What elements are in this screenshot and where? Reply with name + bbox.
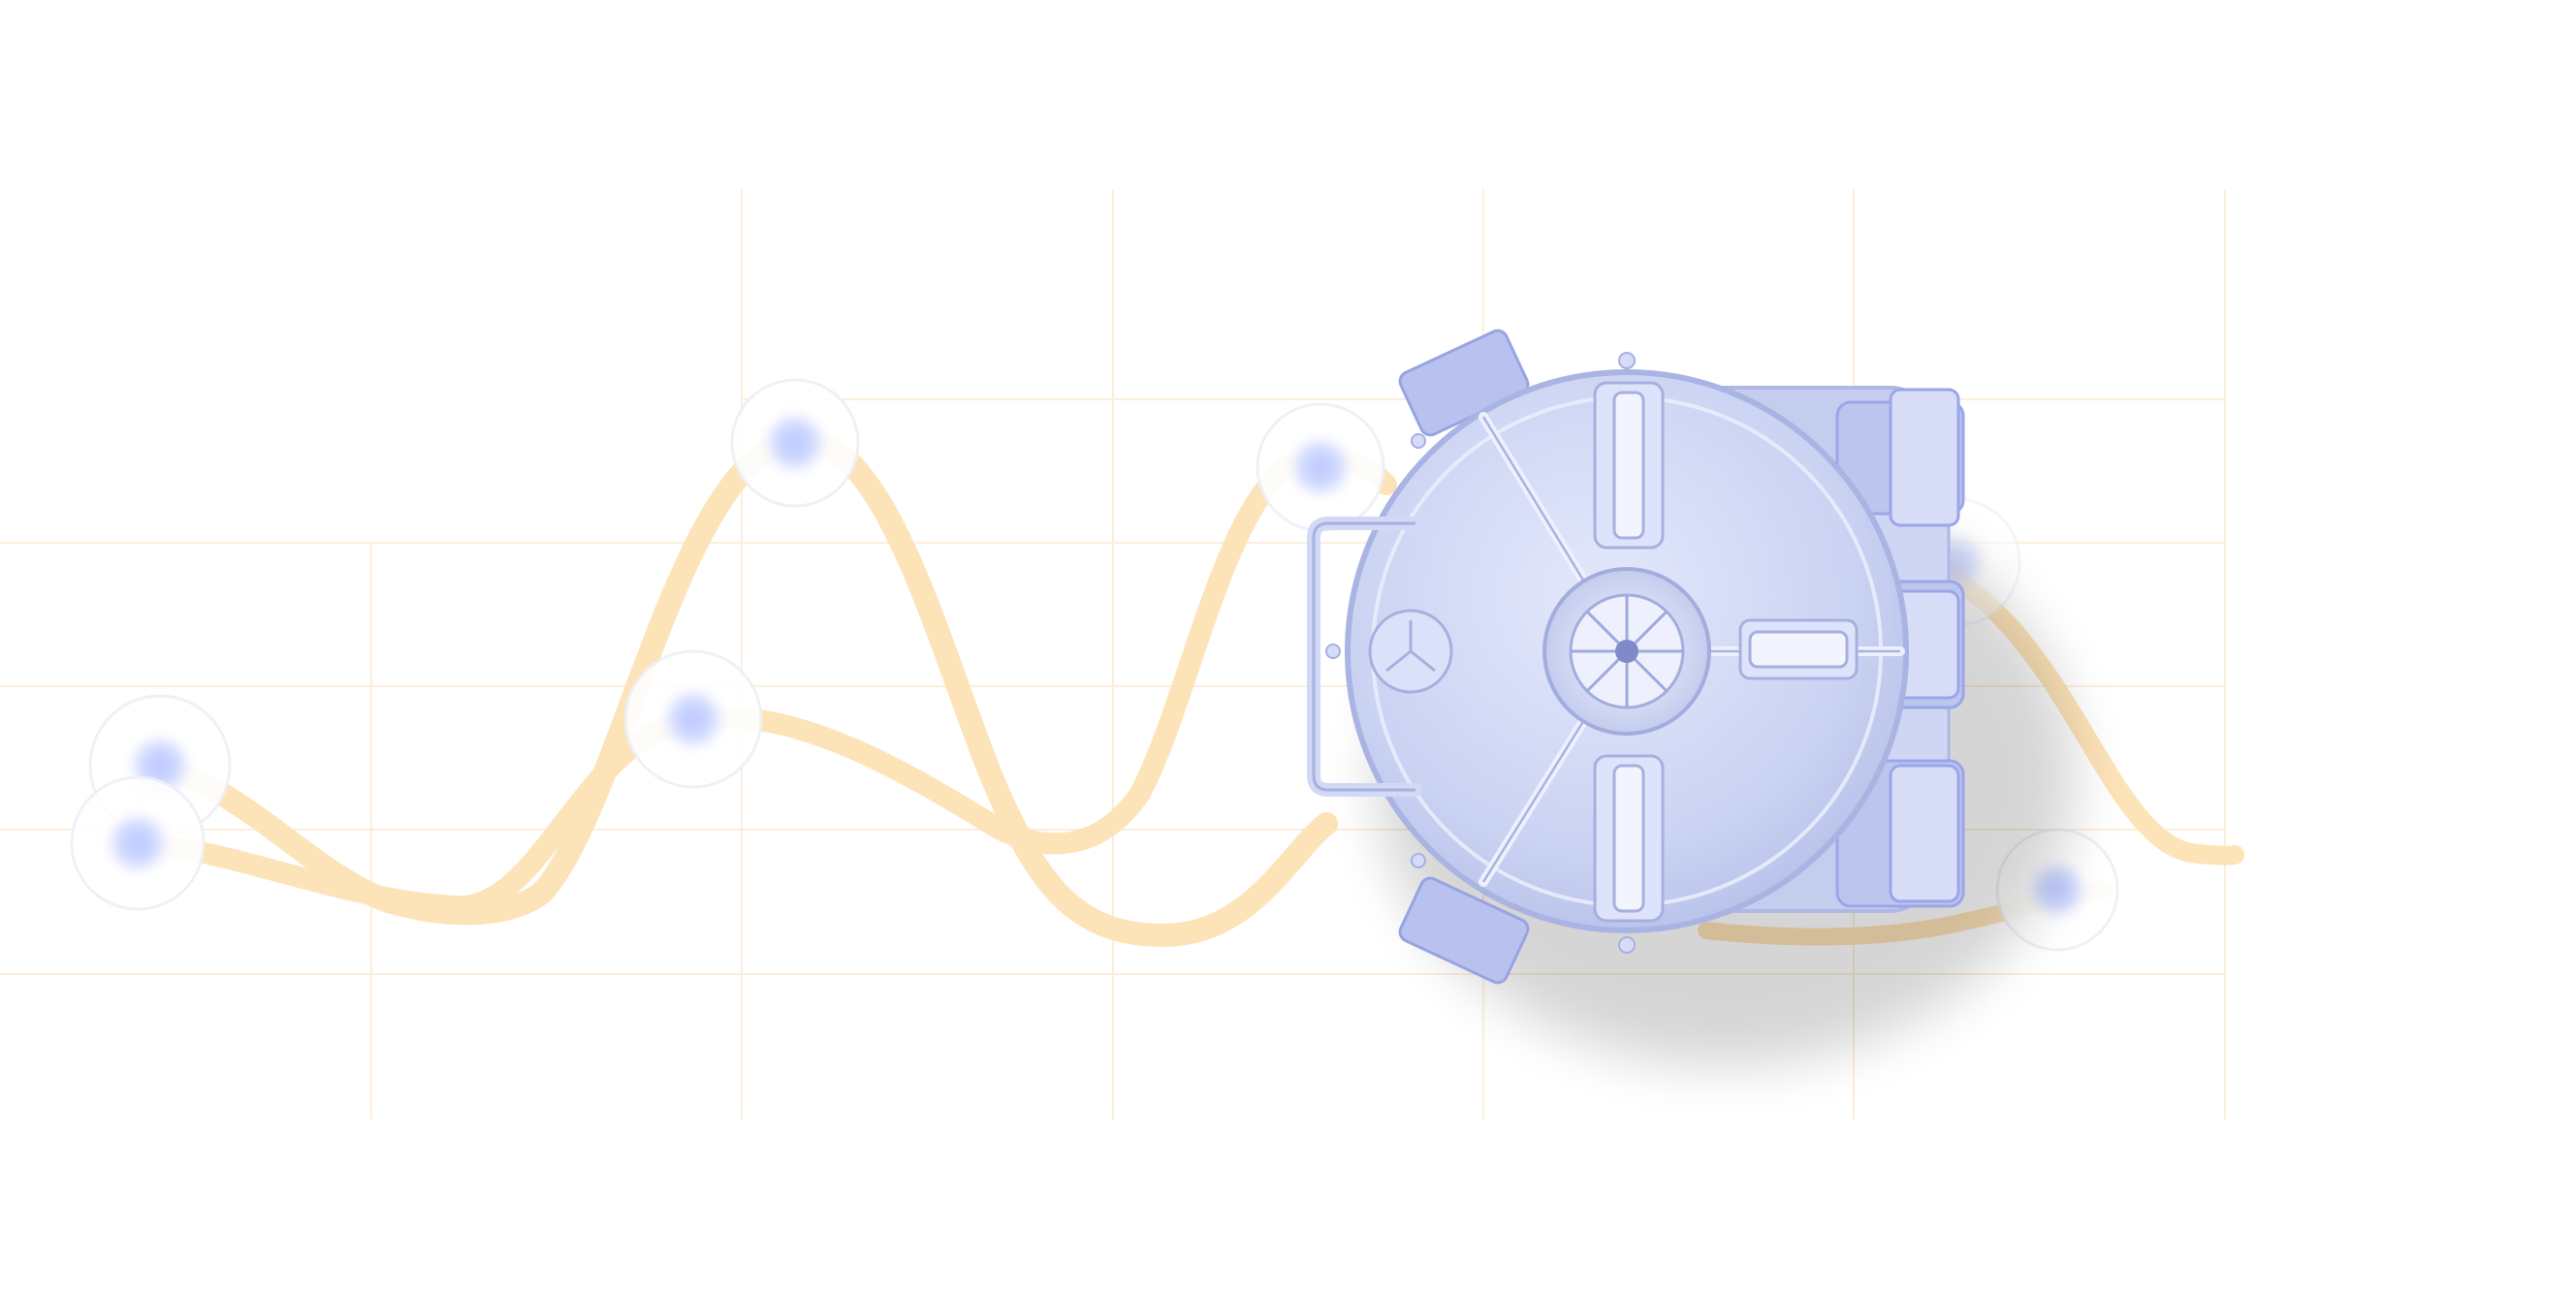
vault-dial	[1368, 609, 1453, 694]
glowing-dot-icon	[70, 775, 206, 911]
vault-door-icon	[1307, 329, 2075, 1066]
vault-bolts	[1593, 381, 1859, 923]
vault-rivets	[1325, 352, 1636, 954]
glowing-dot-icon	[730, 378, 860, 508]
vault-clamp	[1398, 329, 1530, 985]
glowing-dot-icon	[623, 649, 763, 789]
vault-hub	[1542, 567, 1711, 736]
wave-line-mid	[135, 444, 1397, 918]
glowing-dot-icon	[1256, 402, 1385, 532]
